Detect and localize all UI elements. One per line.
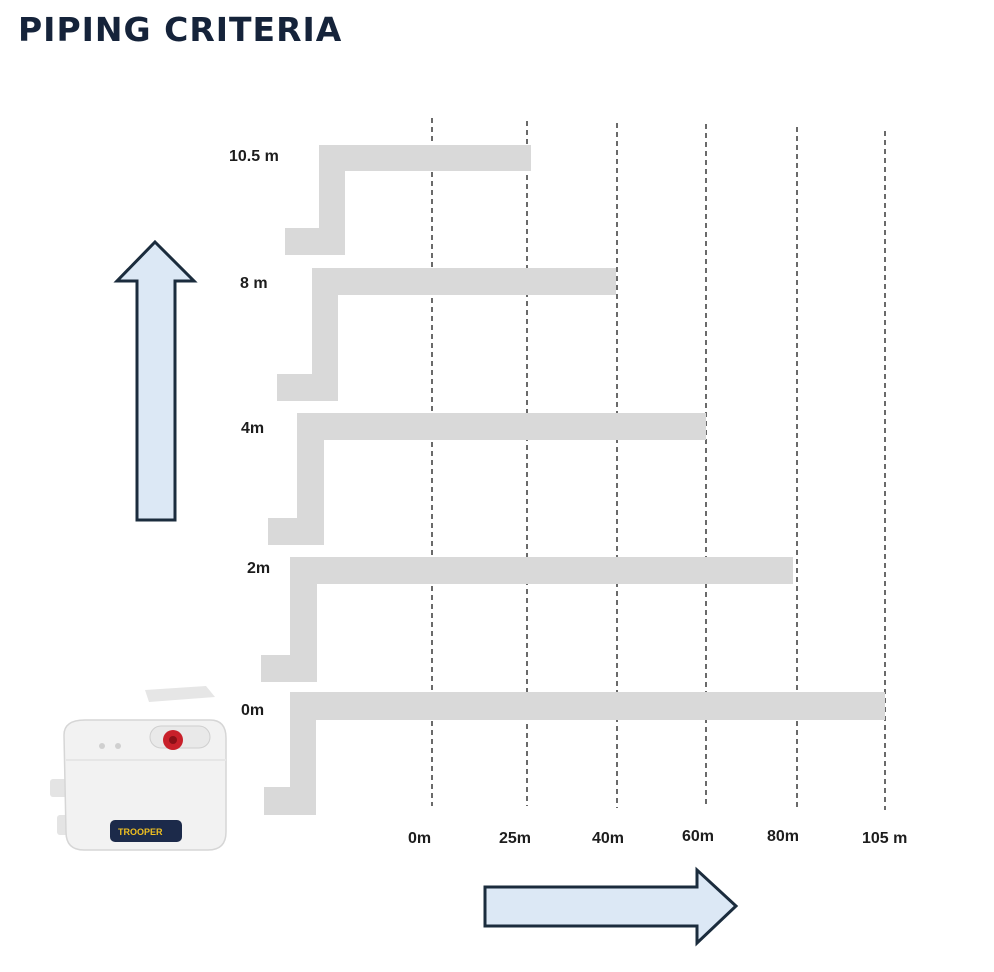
height-label-0m: 0m: [241, 702, 264, 719]
distance-label-25m: 25m: [499, 830, 531, 847]
distance-label-60m: 60m: [682, 828, 714, 845]
distance-label-80m: 80m: [767, 828, 799, 845]
arrow-right-icon: [483, 866, 739, 947]
pump-illustration: TROOPER: [50, 686, 227, 851]
height-label-10-5m: 10.5 m: [229, 148, 279, 165]
height-label-4m: 4m: [241, 420, 264, 437]
pipe-10-5m: [285, 145, 531, 255]
pipe-4m: [268, 413, 706, 545]
pipe-8m: [277, 268, 616, 401]
distance-label-105m: 105 m: [862, 830, 907, 847]
pipe-2m: [261, 557, 793, 682]
pump-brand-label: TROOPER: [118, 827, 163, 837]
distance-label-0m: 0m: [408, 830, 431, 847]
height-label-8m: 8 m: [240, 275, 268, 292]
arrow-up-icon: [113, 239, 198, 522]
height-label-2m: 2m: [247, 560, 270, 577]
page-title: PIPING CRITERIA: [18, 10, 343, 49]
distance-label-40m: 40m: [592, 830, 624, 847]
pipe-0m: [264, 692, 885, 815]
